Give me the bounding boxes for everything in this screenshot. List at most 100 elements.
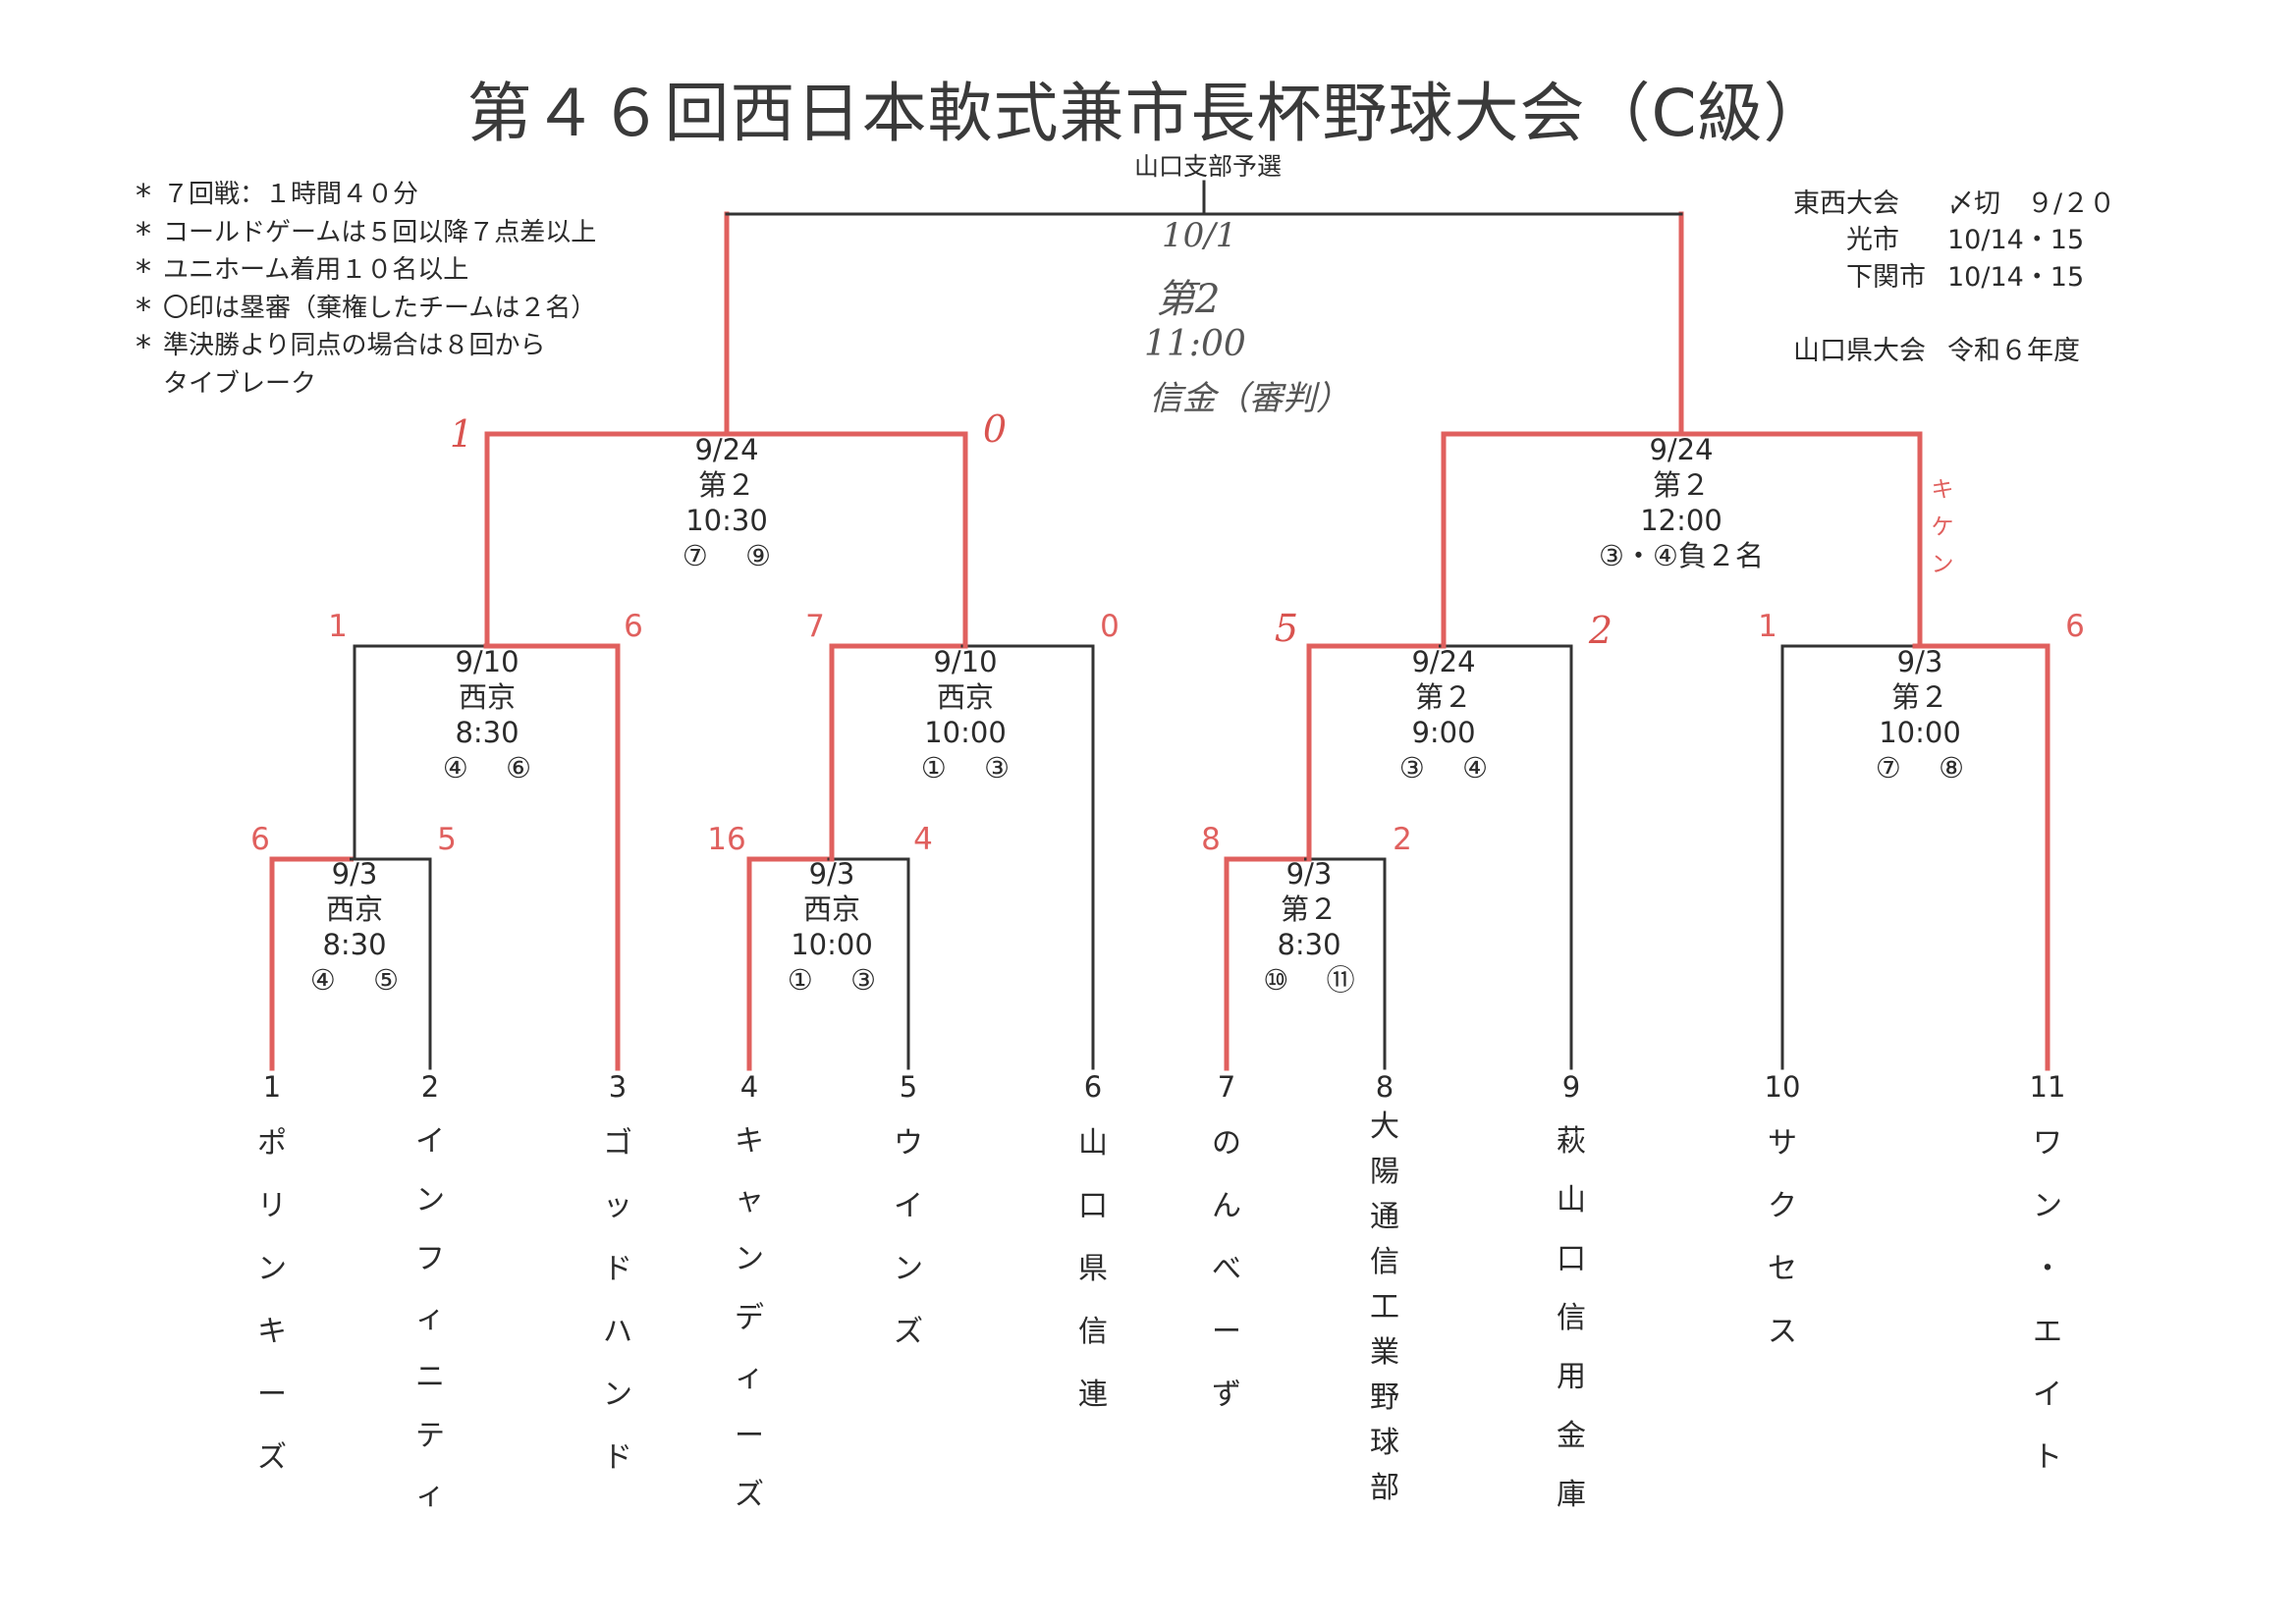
match-info-r2c: 9/24 第２ 9:00 ③ ④ <box>1399 644 1488 785</box>
team-name-char: 信 <box>1557 1301 1586 1335</box>
team-name-char: 口 <box>1557 1242 1586 1276</box>
team-number: 10 <box>1764 1070 1801 1104</box>
team-name-char: 山 <box>1557 1183 1586 1217</box>
team-name-char: ン <box>257 1252 287 1286</box>
team-number: 11 <box>2029 1070 2066 1104</box>
team-name-char: 野 <box>1370 1380 1399 1415</box>
match-venue: 第２ <box>697 468 755 502</box>
rule-note: タイブレーク <box>163 368 317 399</box>
score-right: 5 <box>437 822 457 857</box>
match-time: 12:00 <box>1640 504 1722 537</box>
match-info-sf1: 9/24 第２ 10:30 ⑦ ⑨ <box>683 432 771 573</box>
team-name-char: 庫 <box>1557 1478 1586 1512</box>
team-name: ワン・エイト <box>2033 1112 2062 1489</box>
match-time: 10:30 <box>685 504 768 537</box>
match-date: 9/3 <box>331 857 378 891</box>
team-name-char: 大 <box>1370 1109 1399 1144</box>
asterisk-icon: * <box>136 252 151 290</box>
match-info-r1c: 9/3 第２ 8:30 ⑩ ⑪ <box>1263 856 1354 998</box>
team-name-char: 部 <box>1370 1471 1399 1505</box>
asterisk-icon: * <box>136 214 151 252</box>
match-date: 9/3 <box>808 857 855 891</box>
team-name-char: セ <box>1768 1252 1797 1286</box>
schedule-value: 令和６年度 <box>1947 336 2080 366</box>
rule-note: *コールドゲームは５回以降７点差以上 <box>136 214 597 252</box>
match-time: 9:00 <box>1411 716 1476 749</box>
team-name-char: ワ <box>2033 1126 2062 1161</box>
match-umpires: ③ ④ <box>1398 751 1489 784</box>
match-venue: 第２ <box>1890 680 1948 714</box>
score-left: 7 <box>805 609 825 644</box>
team-name-char: ー <box>735 1419 764 1453</box>
score-left: 5 <box>1274 607 1299 650</box>
team-name-char: デ <box>735 1301 764 1335</box>
team-name-char: 業 <box>1370 1335 1399 1370</box>
team-name-char: ク <box>1768 1189 1797 1223</box>
team-name-char: 用 <box>1557 1360 1586 1394</box>
match-umpires: ④ ⑥ <box>442 751 532 784</box>
team-name-char: 県 <box>1078 1252 1108 1286</box>
team-name-char: エ <box>2033 1315 2062 1349</box>
team-name-char: ス <box>1768 1315 1797 1349</box>
match-info-r2b: 9/10 西京 10:00 ① ③ <box>921 644 1010 785</box>
score-left: 1 <box>1758 609 1777 644</box>
final-officials: 信金（審判） <box>1149 379 1349 418</box>
score-right: 0 <box>982 407 1008 451</box>
score-right: 4 <box>913 822 933 857</box>
team-name-char: イ <box>2033 1378 2062 1412</box>
team-number: 1 <box>262 1070 282 1104</box>
score-left: 8 <box>1201 822 1221 857</box>
match-time: 10:00 <box>791 928 873 961</box>
match-date: 9/24 <box>1649 433 1714 466</box>
match-info-r1b: 9/3 西京 10:00 ① ③ <box>788 856 876 998</box>
team-name: インフィニティ <box>415 1112 445 1525</box>
team-name-char: イ <box>894 1189 923 1223</box>
match-time: 8:30 <box>322 928 387 961</box>
score-right: 6 <box>624 609 643 644</box>
team-number: 4 <box>739 1070 759 1104</box>
team-name-char: 信 <box>1078 1315 1108 1349</box>
match-umpires: ④ ⑤ <box>309 963 400 997</box>
match-venue: 西京 <box>325 893 383 926</box>
match-venue: 第２ <box>1280 893 1338 926</box>
match-time: 8:30 <box>1277 928 1341 961</box>
team-name-char: ウ <box>894 1126 923 1161</box>
schedule-value: 〆切 ９/２０ <box>1947 189 2116 219</box>
team-name-char: ィ <box>735 1360 764 1394</box>
team-number: 5 <box>899 1070 918 1104</box>
match-date: 9/10 <box>455 645 519 678</box>
match-venue: 西京 <box>802 893 860 926</box>
schedule-value: 10/14・15 <box>1947 262 2085 293</box>
match-venue: 西京 <box>936 680 994 714</box>
team-name: サクセス <box>1768 1112 1797 1364</box>
team-name-char: ャ <box>735 1183 764 1217</box>
team-name-char: 陽 <box>1370 1155 1399 1189</box>
score-right: 0 <box>1100 609 1120 644</box>
team-name: ゴッドハンド <box>603 1112 632 1489</box>
team-name-char: ン <box>894 1252 923 1286</box>
team-name-char: 信 <box>1370 1245 1399 1279</box>
team-name: ポリンキーズ <box>257 1112 287 1489</box>
rule-note: *〇印は塁審（棄権したチームは２名） <box>136 290 597 328</box>
team-name-char: キ <box>735 1124 764 1159</box>
team-number: 3 <box>608 1070 628 1104</box>
match-venue: 西京 <box>458 680 516 714</box>
team-name-char: ッ <box>603 1189 632 1223</box>
asterisk-icon: * <box>136 177 151 214</box>
team-name-char: 萩 <box>1557 1124 1586 1159</box>
team-name: 山口県信連 <box>1078 1112 1108 1427</box>
forfeit-note: キケン <box>1931 477 1954 577</box>
score-left: 1 <box>449 412 474 456</box>
score-left: 16 <box>707 822 746 857</box>
match-umpires: ① ③ <box>787 963 877 997</box>
match-venue: 第２ <box>1414 680 1472 714</box>
team-name: ウインズ <box>894 1112 923 1364</box>
team-name-char: ハ <box>603 1315 632 1349</box>
team-name-char: ィ <box>415 1478 445 1512</box>
team-name: のんべーず <box>1212 1112 1241 1427</box>
rule-note: *準決勝より同点の場合は８回から <box>136 328 546 365</box>
team-name-char: ズ <box>735 1478 764 1512</box>
score-right: 6 <box>2065 609 2085 644</box>
match-venue: 第２ <box>1652 468 1710 502</box>
